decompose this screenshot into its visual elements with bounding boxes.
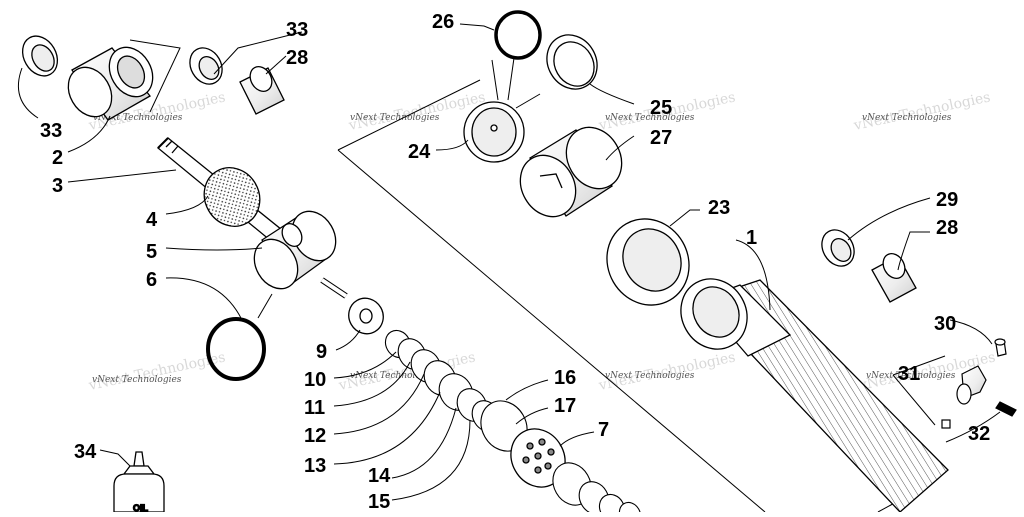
callout-10: 10 [304, 369, 326, 391]
callout-2: 2 [52, 147, 63, 169]
leader-lines [18, 23, 1001, 501]
part-30-screw [994, 338, 1007, 357]
part-34-oil-bottle: OIL [113, 451, 165, 514]
part-4-bump-stop [203, 167, 261, 227]
callout-28-top: 28 [286, 47, 308, 69]
watermark-layer: vNext Technologies vNext Technologies vN… [87, 89, 997, 394]
callout-26: 26 [432, 11, 454, 33]
callout-1: 1 [746, 227, 757, 249]
callout-6: 6 [146, 269, 157, 291]
callout-31: 31 [898, 363, 920, 385]
watermark-text: vNext Technologies [866, 371, 956, 381]
callout-4: 4 [146, 209, 158, 231]
part-31-valve [956, 365, 987, 405]
callout-29: 29 [936, 189, 958, 211]
watermark-text: vNext Technologies [92, 375, 182, 385]
part-5-seal-head [253, 210, 348, 299]
part-32-valve-core [941, 401, 1017, 429]
shim-stack [384, 329, 528, 452]
part-24-reservoir-cap [463, 101, 525, 163]
part-26-o-ring [494, 10, 542, 60]
watermark-text: vNext Technologies [605, 113, 695, 123]
part-28-sleeve-top [239, 66, 285, 115]
callout-24: 24 [408, 141, 431, 163]
callout-34: 34 [74, 441, 97, 463]
watermark-text: vNext Technologies [350, 371, 440, 381]
callout-labels: 1 2 3 4 5 6 7 9 10 11 12 13 14 15 16 17 … [40, 11, 990, 513]
callout-17: 17 [554, 395, 576, 417]
callout-28-right: 28 [936, 217, 958, 239]
callout-33-left: 33 [40, 120, 62, 142]
assembly-frame [337, 79, 946, 513]
callout-14: 14 [368, 465, 391, 487]
watermark-text: vNext Technologies [862, 113, 952, 123]
part-7-piston [510, 428, 566, 488]
callout-12: 12 [304, 425, 326, 447]
callout-3: 3 [52, 175, 63, 197]
part-28-sleeve-right [871, 253, 917, 303]
part-1-shock-body [680, 278, 949, 513]
part-25-ring [546, 34, 598, 90]
watermark-text: vNext Technologies [605, 371, 695, 381]
callout-27: 27 [650, 127, 672, 149]
callout-15: 15 [368, 491, 390, 512]
callout-30: 30 [934, 313, 956, 335]
watermark-text: vNext Technologies [93, 113, 183, 123]
bottle-label: OIL [133, 503, 149, 512]
watermark-ghost: vNext Technologies [852, 89, 992, 134]
callout-13: 13 [304, 455, 326, 477]
part-2-eyelet [67, 46, 154, 121]
callout-9: 9 [316, 341, 327, 363]
callout-23: 23 [708, 197, 730, 219]
part-33-bushing-left [21, 35, 59, 77]
callout-5: 5 [146, 241, 157, 263]
callout-25: 25 [650, 97, 672, 119]
part-27-sleeve [519, 126, 623, 218]
part-6-o-ring [206, 317, 266, 381]
part-9-washer [348, 297, 384, 335]
callout-11: 11 [304, 397, 325, 419]
callout-16: 16 [554, 367, 576, 389]
callout-32: 32 [968, 423, 990, 445]
watermark-ghost: vNext Technologies [87, 349, 227, 394]
part-29-bushing [821, 229, 855, 267]
callout-7: 7 [598, 419, 609, 441]
callout-33-top: 33 [286, 19, 308, 41]
watermark-text: vNext Technologies [350, 113, 440, 123]
part-23-collar [606, 218, 690, 306]
